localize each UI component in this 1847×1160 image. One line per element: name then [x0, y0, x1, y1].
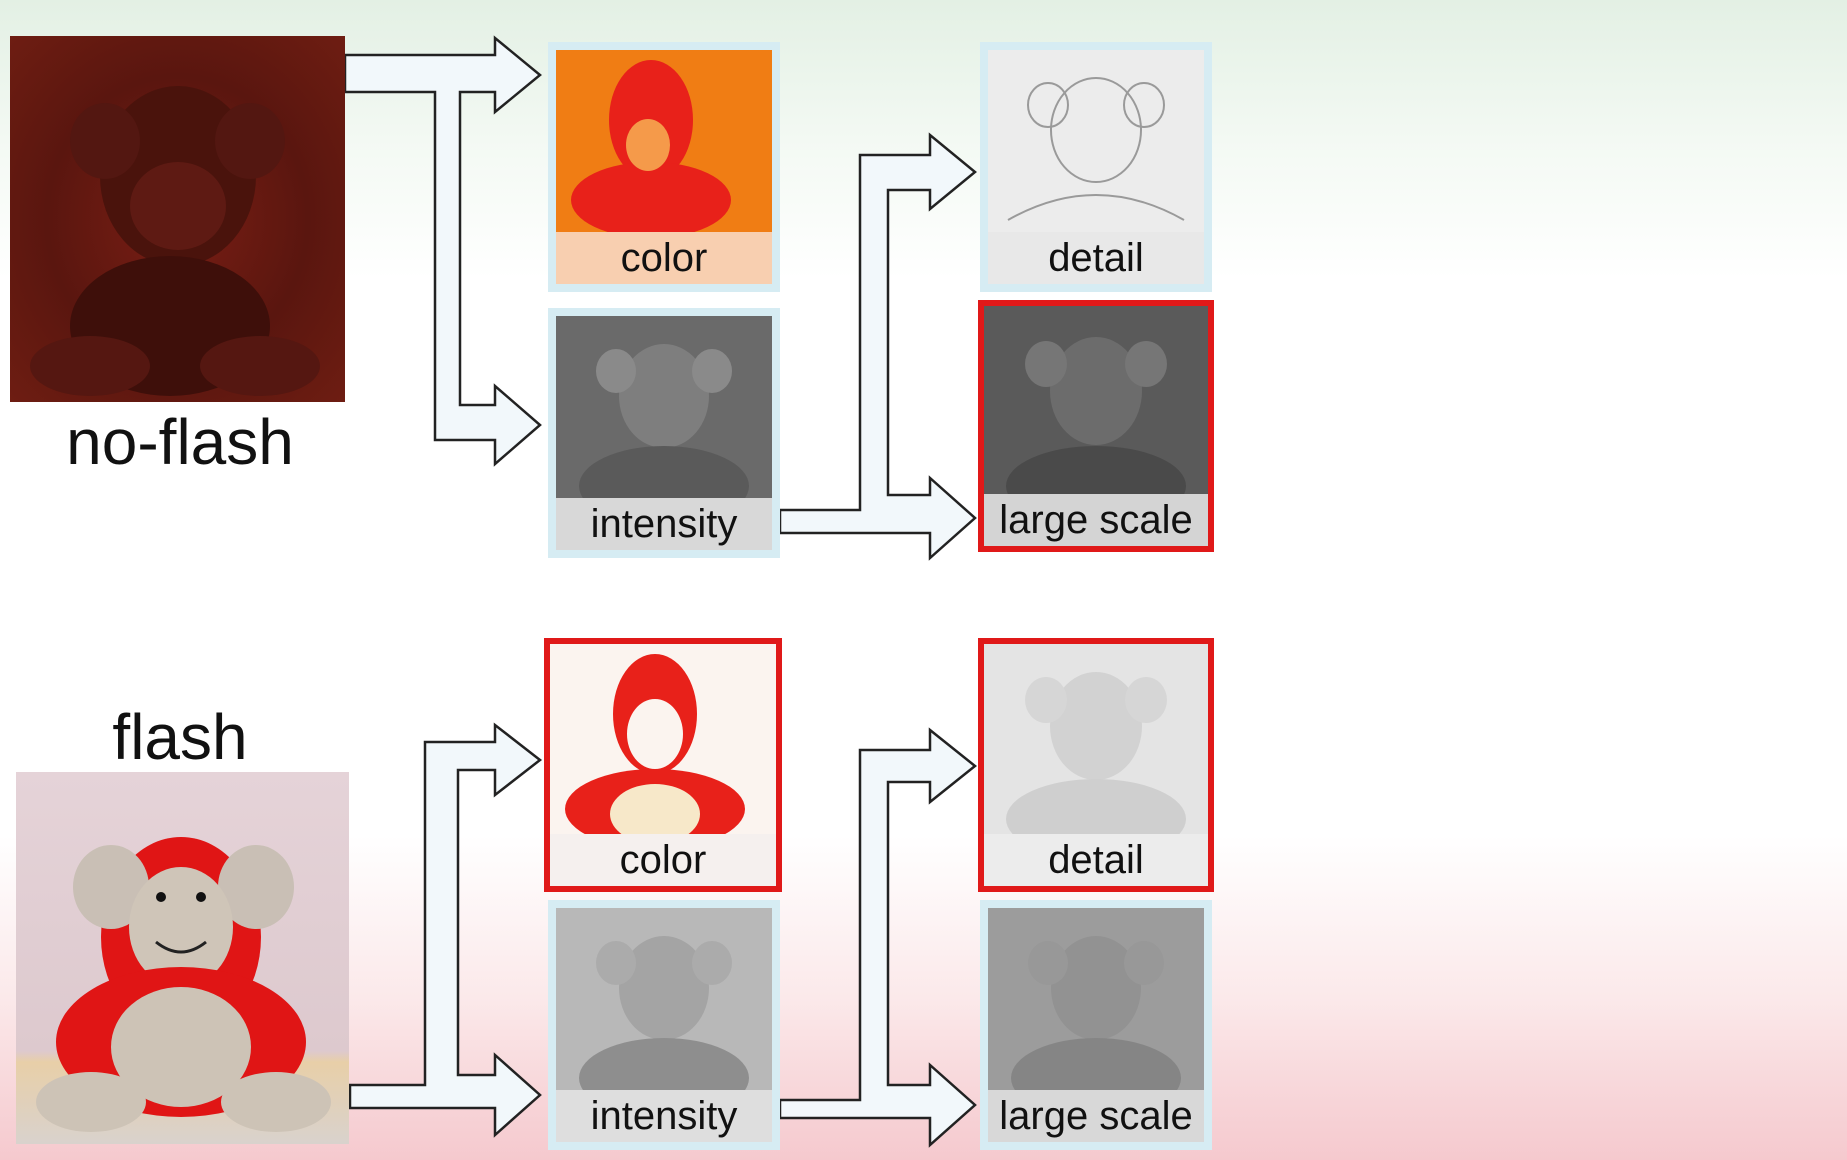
no-flash-label: no-flash	[66, 406, 294, 478]
tile-noflash-color: color	[548, 42, 780, 292]
noflash-large-scale-image	[984, 306, 1208, 494]
noflash-intensity-image	[556, 316, 772, 498]
noflash-large-scale-caption: large scale	[984, 494, 1208, 546]
noflash-color-image	[556, 50, 772, 232]
noflash-detail-caption: detail	[988, 232, 1204, 284]
flash-detail-image	[984, 644, 1208, 834]
flash-color-image	[550, 644, 776, 834]
flash-intensity-caption: intensity	[556, 1090, 772, 1142]
tile-noflash-intensity: intensity	[548, 308, 780, 558]
noflash-color-caption: color	[556, 232, 772, 284]
no-flash-photo	[10, 36, 345, 402]
flash-color-caption: color	[550, 834, 776, 886]
flash-label: flash	[112, 701, 248, 773]
arrow-noflash-to-color	[343, 35, 542, 467]
arrow-flash-to-color	[348, 722, 543, 1138]
tile-flash-color: color	[544, 638, 782, 892]
flash-intensity-image	[556, 908, 772, 1090]
tile-noflash-detail: detail	[980, 42, 1212, 292]
arrow-intensity-to-detail-row1	[778, 132, 977, 561]
tile-flash-detail: detail	[978, 638, 1214, 892]
noflash-detail-image	[988, 50, 1204, 232]
tile-flash-intensity: intensity	[548, 900, 780, 1150]
flash-large-scale-caption: large scale	[988, 1090, 1204, 1142]
flash-large-scale-image	[988, 908, 1204, 1090]
tile-flash-large-scale: large scale	[980, 900, 1212, 1150]
noflash-intensity-caption: intensity	[556, 498, 772, 550]
arrow-intensity-to-detail-row2	[778, 727, 978, 1148]
flash-photo	[16, 772, 349, 1144]
flash-detail-caption: detail	[984, 834, 1208, 886]
tile-noflash-large-scale: large scale	[978, 300, 1214, 552]
